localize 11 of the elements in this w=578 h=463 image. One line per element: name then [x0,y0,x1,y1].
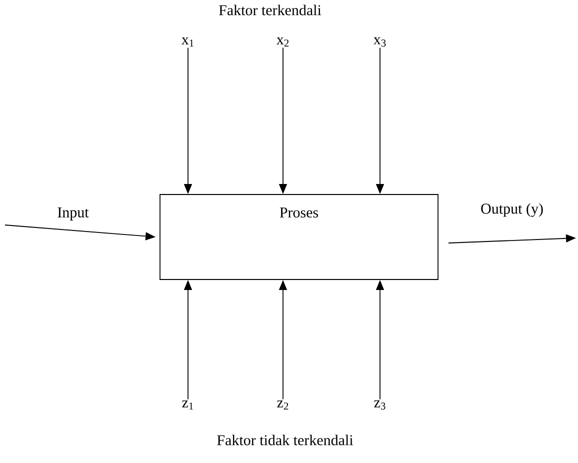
variable-label: z$_{2}$ [277,400,288,410]
variable-label: x$_{1}$ [182,37,194,47]
process-box: Proses [160,194,438,280]
variable-label: z$_{1}$ [182,400,194,410]
edge-label: Input [58,208,89,221]
variable-label: x$_{3}$ [374,37,386,47]
variable-label: x$_{2}$ [276,37,289,47]
group-label: Faktor terkendali [219,4,322,16]
variable-label: z$_{3}$ [374,400,386,410]
group-label: Faktor tidak terkendali [217,434,354,446]
edge-label: Output (y) [481,203,543,217]
